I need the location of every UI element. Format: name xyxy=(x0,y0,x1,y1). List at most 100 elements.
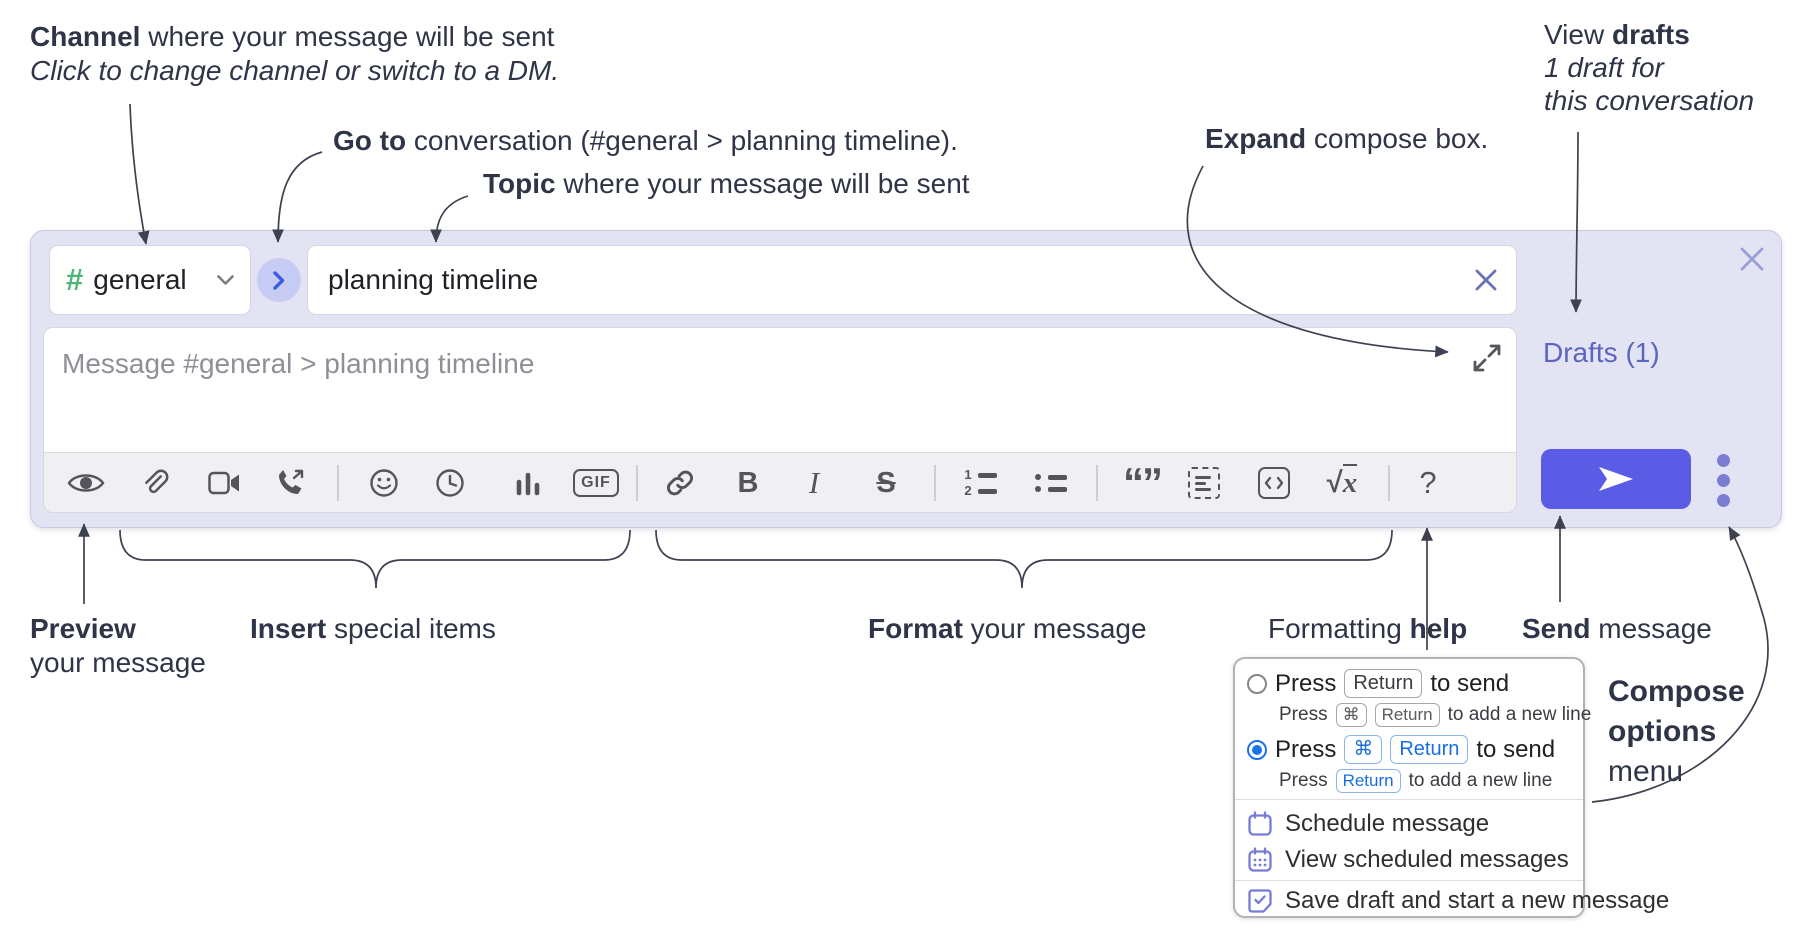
format-brace xyxy=(655,529,1393,589)
topic-annotation: Topic where your message will be sent xyxy=(483,168,970,199)
message-textarea[interactable] xyxy=(44,328,1516,452)
compose-box: # general xyxy=(30,230,1782,528)
bulleted-list-icon xyxy=(1034,474,1067,492)
channel-name: general xyxy=(93,264,187,295)
close-icon xyxy=(1475,269,1497,291)
calendar-icon xyxy=(1248,811,1272,836)
time-button[interactable] xyxy=(428,461,472,505)
menu-item-schedule-message[interactable]: Schedule message xyxy=(1247,806,1489,842)
math-button[interactable]: √x xyxy=(1320,461,1364,505)
clock-icon xyxy=(436,469,464,497)
menu-separator xyxy=(1235,799,1583,800)
channel-arrow xyxy=(129,103,150,245)
italic-icon: I xyxy=(808,465,820,500)
code-button[interactable] xyxy=(1252,461,1296,505)
gif-icon: GIF xyxy=(573,469,619,497)
drafts-link[interactable]: Drafts (1) xyxy=(1543,337,1660,368)
expand-icon xyxy=(1473,344,1501,371)
send-annotation: Send message xyxy=(1522,613,1712,644)
option-cmd-return-subtext: Press Return to add a new line xyxy=(1279,769,1553,793)
radio-unselected[interactable] xyxy=(1247,673,1267,694)
spoiler-button[interactable] xyxy=(1182,461,1226,505)
emoji-button[interactable] xyxy=(362,461,406,505)
chevron-right-icon xyxy=(273,270,285,290)
quote-icon: “” xyxy=(1123,459,1163,506)
drafts-annotation: View drafts 1 draft for this conversatio… xyxy=(1544,19,1755,116)
message-box: GIF B I S xyxy=(43,327,1517,513)
toolbar-divider xyxy=(337,465,339,501)
audio-call-button[interactable] xyxy=(268,461,312,505)
topic-input[interactable] xyxy=(308,264,1464,296)
option-return-subtext: Press ⌘ Return to add a new line xyxy=(1279,703,1592,727)
smiley-icon xyxy=(370,469,398,497)
channel-annotation-rest: where your message will be sent xyxy=(140,21,555,52)
help-icon: ? xyxy=(1419,465,1437,500)
channel-selector[interactable]: # general xyxy=(49,245,251,315)
return-keycap: Return xyxy=(1374,703,1440,727)
link-icon xyxy=(667,470,693,496)
phone-call-icon xyxy=(279,469,304,494)
gif-button[interactable]: GIF xyxy=(571,461,621,505)
option-return-to-send[interactable]: Press Return to send xyxy=(1247,669,1509,698)
preview-button[interactable] xyxy=(64,461,108,505)
hash-icon: # xyxy=(66,262,84,297)
option-cmd-return-to-send[interactable]: Press ⌘ Return to send xyxy=(1247,735,1555,764)
paperclip-icon xyxy=(145,469,169,494)
close-compose-button[interactable] xyxy=(1731,239,1773,281)
menu-separator xyxy=(1235,880,1583,881)
goto-annotation: Go to conversation (#general > planning … xyxy=(333,125,958,156)
save-draft-icon xyxy=(1248,889,1272,913)
formatting-help-annotation: Formatting help xyxy=(1268,613,1468,644)
return-keycap: Return xyxy=(1390,735,1469,764)
return-keycap: Return xyxy=(1344,669,1423,698)
clear-topic-button[interactable] xyxy=(1464,258,1508,302)
toolbar-divider xyxy=(636,465,638,501)
expand-compose-button[interactable] xyxy=(1468,340,1506,378)
numbered-list-icon: 1 2 xyxy=(964,468,997,497)
toolbar-divider xyxy=(1096,465,1098,501)
compose-options-menu: Press Return to send Press ⌘ Return to a… xyxy=(1233,657,1669,918)
toolbar-divider xyxy=(934,465,936,501)
bold-button[interactable]: B xyxy=(726,461,770,505)
help-button[interactable]: ? xyxy=(1406,461,1450,505)
format-annotation: Format your message xyxy=(868,613,1147,644)
channel-annotation: Channel where your message will be sent … xyxy=(30,20,559,88)
menu-item-view-scheduled[interactable]: View scheduled messages xyxy=(1247,842,1569,878)
cmd-keycap: ⌘ xyxy=(1344,735,1383,764)
channel-annotation-sub: Click to change channel or switch to a D… xyxy=(30,55,560,86)
toolbar-divider xyxy=(1388,465,1390,501)
close-icon xyxy=(1740,247,1764,270)
attach-file-button[interactable] xyxy=(132,461,176,505)
italic-button[interactable]: I xyxy=(792,461,836,505)
insert-annotation: Insert special items xyxy=(250,613,496,644)
math-icon: √x xyxy=(1327,463,1358,500)
expand-annotation: Expand compose box. xyxy=(1205,123,1489,154)
insert-brace xyxy=(119,529,631,589)
chevron-down-icon xyxy=(217,274,234,285)
topic-field xyxy=(307,245,1517,315)
bold-icon: B xyxy=(737,466,759,499)
numbered-list-button[interactable]: 1 2 xyxy=(958,461,1002,505)
channel-annotation-bold: Channel xyxy=(30,21,141,52)
send-button[interactable] xyxy=(1541,449,1691,509)
link-button[interactable] xyxy=(658,461,702,505)
video-camera-icon xyxy=(208,471,239,495)
quote-button[interactable]: “” xyxy=(1120,461,1164,505)
compose-options-annotation: Compose options menu xyxy=(1608,675,1745,788)
compose-toolbar: GIF B I S xyxy=(44,452,1516,512)
compose-options-button[interactable] xyxy=(1701,451,1745,509)
return-keycap: Return xyxy=(1335,769,1401,793)
code-icon xyxy=(1258,467,1290,499)
strikethrough-icon: S xyxy=(876,466,896,499)
dots-vertical-icon xyxy=(1716,453,1730,467)
poll-button[interactable] xyxy=(506,461,550,505)
radio-selected[interactable] xyxy=(1247,739,1267,760)
strikethrough-button[interactable]: S xyxy=(864,461,908,505)
cmd-keycap: ⌘ xyxy=(1335,703,1367,727)
menu-item-save-draft[interactable]: Save draft and start a new message xyxy=(1247,885,1669,917)
goto-conversation-button[interactable] xyxy=(257,258,301,302)
video-call-button[interactable] xyxy=(202,461,246,505)
bulleted-list-button[interactable] xyxy=(1028,461,1072,505)
send-icon xyxy=(1599,467,1633,491)
